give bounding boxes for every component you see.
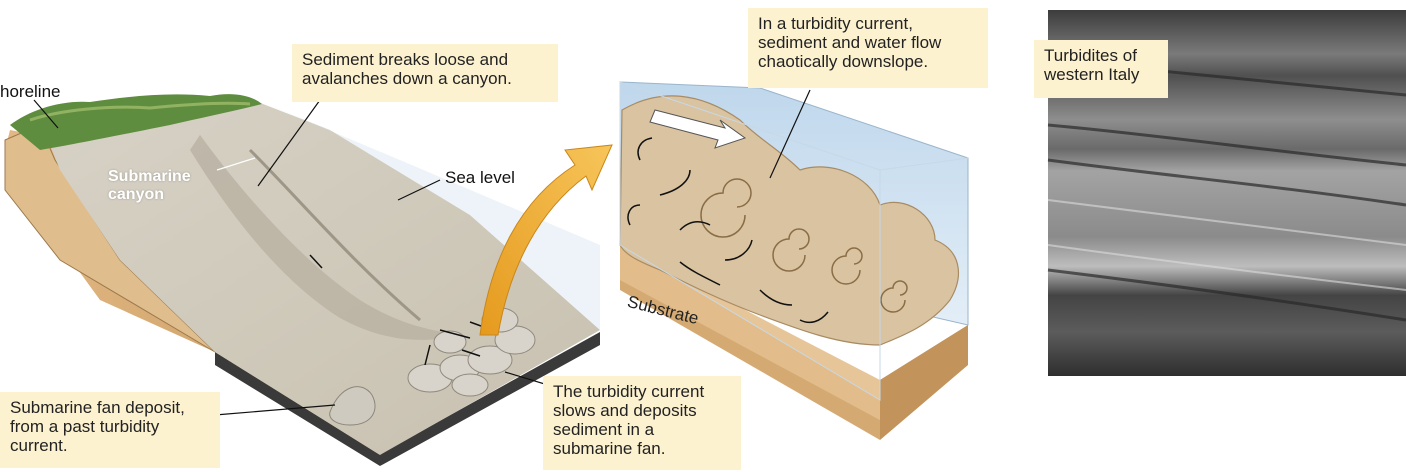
canyon bbox=[190, 135, 460, 340]
land bbox=[10, 94, 262, 150]
white-flow-arrow bbox=[649, 109, 747, 149]
callout-current-slows: The turbidity current slows and deposits… bbox=[543, 376, 741, 470]
callout-turbidites: Turbidites of western Italy bbox=[1034, 40, 1168, 98]
callout-turbidity-flow: In a turbidity current, sediment and wat… bbox=[748, 8, 988, 88]
zoom-arrow bbox=[479, 144, 613, 336]
past-fan-deposit bbox=[329, 386, 376, 426]
flow-arrows-left bbox=[309, 254, 493, 366]
turbidity-current-block bbox=[619, 81, 969, 440]
flow-arrows-box bbox=[627, 137, 829, 324]
callout-fan-deposit: Submarine fan deposit, from a past turbi… bbox=[0, 392, 220, 468]
sea-level-label: Sea level bbox=[445, 168, 515, 187]
swirls bbox=[700, 178, 908, 313]
submarine-canyon-label: Submarine canyon bbox=[108, 168, 191, 203]
seafloor-block bbox=[4, 94, 600, 466]
callout-sediment-breaks: Sediment breaks loose and avalanches dow… bbox=[292, 44, 558, 102]
turbidity-cloud bbox=[619, 95, 959, 346]
shoreline-label: horeline bbox=[0, 82, 61, 101]
